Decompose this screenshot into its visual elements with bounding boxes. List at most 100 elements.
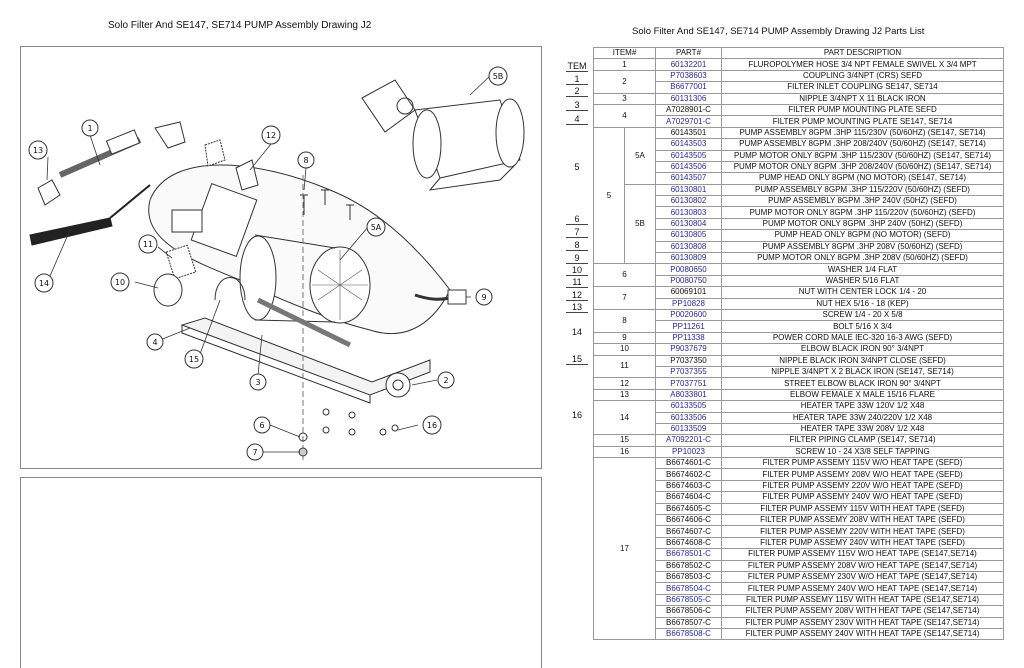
margin-label: 7 bbox=[566, 227, 588, 238]
svg-text:13: 13 bbox=[33, 146, 43, 155]
parts-list-title: Solo Filter And SE147, SE714 PUMP Assemb… bbox=[632, 26, 925, 37]
margin-label: 14 bbox=[571, 327, 582, 337]
svg-text:12: 12 bbox=[266, 131, 276, 140]
callout-10: 10 bbox=[110, 272, 130, 292]
pump-5b-head bbox=[361, 79, 416, 133]
notes-frame bbox=[20, 477, 542, 668]
svg-text:6: 6 bbox=[259, 421, 264, 430]
svg-text:11: 11 bbox=[143, 240, 153, 249]
margin-label: 2 bbox=[566, 86, 588, 97]
callout-15: 15 bbox=[184, 349, 204, 369]
svg-text:4: 4 bbox=[152, 338, 157, 347]
table-header-row: ITEM# PART# PART DESCRIPTION bbox=[593, 46, 1004, 60]
drawing-title: Solo Filter And SE147, SE714 PUMP Assemb… bbox=[108, 20, 372, 31]
margin-label: 6 bbox=[566, 214, 588, 225]
callout-6: 6 bbox=[253, 416, 271, 434]
pump-housing-shape bbox=[148, 164, 451, 335]
svg-text:5A: 5A bbox=[371, 223, 382, 232]
margin-label: 11 bbox=[566, 277, 588, 288]
callout-7: 7 bbox=[246, 443, 264, 461]
callout-2: 2 bbox=[437, 371, 455, 389]
header-part: PART# bbox=[655, 46, 722, 60]
margin-label: 10 bbox=[566, 265, 588, 276]
callout-1: 1 bbox=[81, 119, 99, 137]
svg-text:5B: 5B bbox=[493, 72, 504, 81]
callout-14: 14 bbox=[34, 273, 54, 293]
callout-9: 9 bbox=[475, 288, 493, 306]
svg-text:10: 10 bbox=[115, 278, 125, 287]
header-item: ITEM# bbox=[593, 46, 656, 60]
svg-text:2: 2 bbox=[443, 376, 448, 385]
header-description: PART DESCRIPTION bbox=[721, 46, 1004, 60]
svg-text:9: 9 bbox=[481, 293, 486, 302]
margin-label: 3 bbox=[566, 100, 588, 111]
assembly-drawing-frame bbox=[20, 46, 542, 469]
margin-label: 16 bbox=[571, 410, 582, 420]
margin-label: 13 bbox=[566, 302, 588, 313]
callout-13: 13 bbox=[28, 140, 48, 160]
svg-text:1: 1 bbox=[87, 124, 92, 133]
margin-label: 4 bbox=[566, 114, 588, 125]
svg-text:7: 7 bbox=[252, 448, 257, 457]
callout-12: 12 bbox=[261, 125, 281, 145]
svg-text:15: 15 bbox=[189, 355, 199, 364]
margin-label: TEM bbox=[566, 61, 588, 72]
callout-4: 4 bbox=[146, 333, 164, 351]
margin-label: 12 bbox=[566, 290, 588, 301]
callout-8: 8 bbox=[297, 151, 315, 169]
assembly-drawing: 1 2 3 4 5A 5B 6 7 8 9 10 11 12 13 14 15 … bbox=[28, 66, 525, 461]
callout-11: 11 bbox=[138, 234, 158, 254]
margin-label: 8 bbox=[566, 240, 588, 251]
svg-text:16: 16 bbox=[427, 421, 437, 430]
callout-5a: 5A bbox=[366, 217, 386, 237]
margin-label: 15 bbox=[566, 354, 588, 365]
svg-text:14: 14 bbox=[39, 279, 49, 288]
